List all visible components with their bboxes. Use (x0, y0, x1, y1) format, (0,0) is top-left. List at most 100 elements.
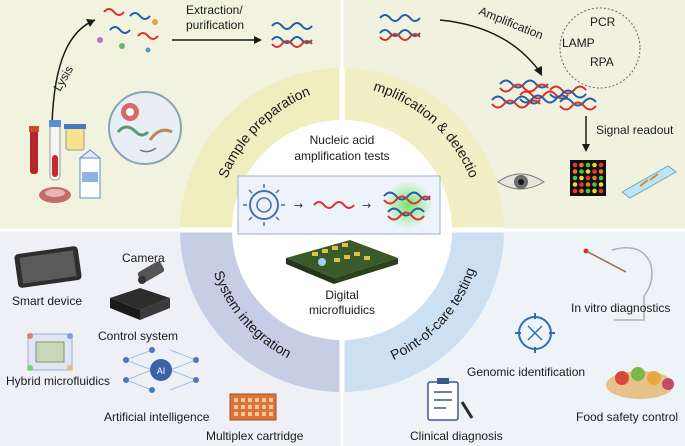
amplification-panel: Amplification PCR LAMP RPA Signal readou… (379, 4, 677, 199)
microarray-spot (598, 188, 604, 194)
cartridge-label: Multiplex cartridge (206, 429, 304, 443)
multiplex-cartridge-icon (229, 393, 277, 421)
rna-strand-icon (313, 201, 355, 209)
microarray-spot (579, 162, 584, 168)
meat-icon (39, 187, 71, 203)
microarray-icon (570, 160, 606, 196)
control-system-icon (110, 288, 170, 320)
clinical-clipboard-icon (427, 378, 474, 421)
amplification-arrow (439, 19, 541, 73)
signal-readout-label: Signal readout (596, 123, 674, 137)
cartridge-well (241, 412, 245, 416)
microarray-spot (598, 162, 604, 168)
cartridge-well (255, 398, 259, 402)
food-label: Food safety control (576, 410, 678, 424)
in-vitro-label: In vitro diagnostics (571, 301, 670, 315)
microarray-spot (585, 182, 591, 187)
cartridge-well (248, 405, 252, 409)
food-icon (606, 367, 674, 399)
cartridge-well (234, 398, 238, 402)
extraction-label-line2: purification (186, 18, 244, 32)
amplicons-icon (491, 79, 597, 111)
test-strip-icon (621, 165, 677, 199)
microarray-spot (572, 162, 578, 168)
sample-prep-panel: Lysis Extraction/ purification (29, 3, 313, 203)
chip-label-line2: microfluidics (309, 303, 375, 317)
microarray-spot (572, 175, 578, 181)
cartridge-well (269, 398, 273, 402)
center-title-line2: amplification tests (294, 149, 389, 163)
microarray-spot (572, 188, 578, 194)
poct-panel: In vitro diagnostics Genomic identificat… (410, 247, 678, 443)
chip-label-line1: Digital (325, 288, 358, 302)
smart-device-label: Smart device (12, 294, 82, 308)
sample-tubes-icon (29, 120, 86, 181)
microarray-spot (585, 169, 591, 174)
hybrid-microfluidics-label: Hybrid microfluidics (6, 374, 110, 388)
hybrid-microfluidics-icon (27, 333, 73, 371)
microarray-spot (572, 169, 578, 174)
camera-icon (137, 261, 165, 284)
milk-carton-icon (78, 149, 102, 199)
amplified-dna-icon (383, 191, 431, 221)
arrow-icon: → (294, 199, 303, 212)
amplification-glow-icon (384, 181, 432, 229)
microarray-spot (579, 175, 584, 181)
microarray-spot (598, 169, 604, 174)
camera-label: Camera (122, 251, 165, 265)
cartridge-well (262, 412, 266, 416)
microarray-spot (592, 175, 597, 181)
purified-dna-icon (271, 22, 313, 48)
genome-target-icon (515, 313, 555, 353)
arrow-icon: → (362, 199, 371, 212)
cartridge-well (241, 405, 245, 409)
microarray-spot (579, 169, 584, 174)
methods-circle (559, 7, 641, 89)
system-panel: Smart device Camera Control system Hybri… (6, 246, 304, 443)
microarray-spot (598, 182, 604, 187)
cartridge-well (255, 405, 259, 409)
cartridge-well (269, 412, 273, 416)
microfluidic-chip-icon (286, 240, 398, 284)
lysis-arrow (51, 19, 96, 126)
extraction-label-line1: Extraction/ (186, 3, 243, 17)
microarray-spot (592, 162, 597, 168)
microarray-spot (585, 175, 591, 181)
clinical-label: Clinical diagnosis (410, 429, 503, 443)
smart-device-icon (14, 246, 82, 288)
method-rpa: RPA (590, 55, 614, 69)
microarray-spot (579, 188, 584, 194)
virus-icon (243, 184, 285, 226)
genomic-label: Genomic identification (467, 365, 585, 379)
cartridge-well (262, 398, 266, 402)
eye-icon (497, 173, 545, 190)
microarray-spot (572, 182, 578, 187)
cartridge-well (241, 398, 245, 402)
microscope-view-icon (108, 91, 182, 165)
cartridge-well (262, 405, 266, 409)
microarray-spot (592, 188, 597, 194)
cartridge-well (269, 405, 273, 409)
microarray-spot (579, 182, 584, 187)
cartridge-well (248, 398, 252, 402)
method-pcr: PCR (590, 15, 616, 29)
naat-process-panel: → → (237, 175, 441, 235)
cartridge-well (255, 412, 259, 416)
center-title-line1: Nucleic acid (310, 133, 375, 147)
cartridge-well (234, 412, 238, 416)
lysate-cluster-icon (97, 8, 159, 53)
method-lamp: LAMP (562, 36, 595, 50)
ai-badge: AI (157, 366, 166, 376)
microarray-spot (592, 182, 597, 187)
nasal-swab-icon (583, 247, 653, 321)
microarray-spot (592, 169, 597, 174)
microarray-spot (598, 175, 604, 181)
ai-network-icon: AI (123, 347, 199, 393)
ai-label: Artificial intelligence (104, 410, 210, 424)
microarray-spot (585, 162, 591, 168)
microarray-spot (585, 188, 591, 194)
control-system-label: Control system (98, 329, 178, 343)
cartridge-well (248, 412, 252, 416)
